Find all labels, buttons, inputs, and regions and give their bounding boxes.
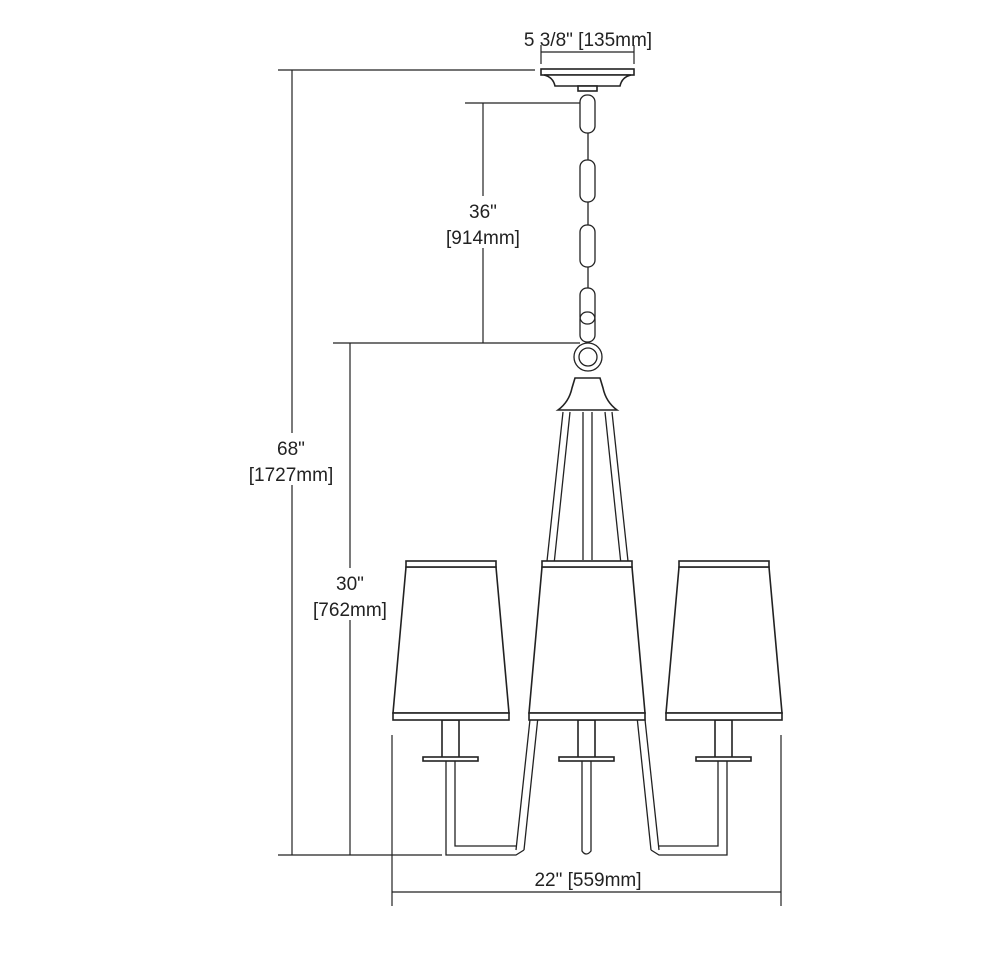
overall-height-dimension: 68" [1727mm] — [240, 69, 535, 856]
overall-height-mm-label: [1727mm] — [249, 465, 333, 486]
left-shade — [392, 560, 510, 721]
chain-length-dimension: 36" [914mm] — [333, 102, 580, 344]
fixture-width-dimension: 22" [559mm] — [391, 735, 782, 906]
fixture-width-label: 22" [559mm] — [534, 870, 641, 891]
left-arm — [422, 719, 525, 856]
top-cap — [555, 377, 620, 411]
chain-length-in-label: 36" — [469, 202, 497, 223]
middle-shade — [528, 560, 646, 721]
fixture-height-dimension: 30" [762mm] — [304, 343, 396, 855]
right-arm — [650, 719, 752, 856]
chain-length-mm-label: [914mm] — [446, 228, 520, 249]
right-shade — [665, 560, 783, 721]
chain — [573, 94, 603, 372]
overall-height-in-label: 68" — [277, 439, 305, 460]
canopy-width-dimension: 5 3/8" [135mm] — [524, 30, 652, 64]
canopy — [540, 68, 635, 92]
canopy-width-label: 5 3/8" [135mm] — [524, 30, 652, 51]
fixture-height-mm-label: [762mm] — [313, 600, 387, 621]
middle-arm — [558, 719, 615, 855]
fixture-height-in-label: 30" — [336, 574, 364, 595]
